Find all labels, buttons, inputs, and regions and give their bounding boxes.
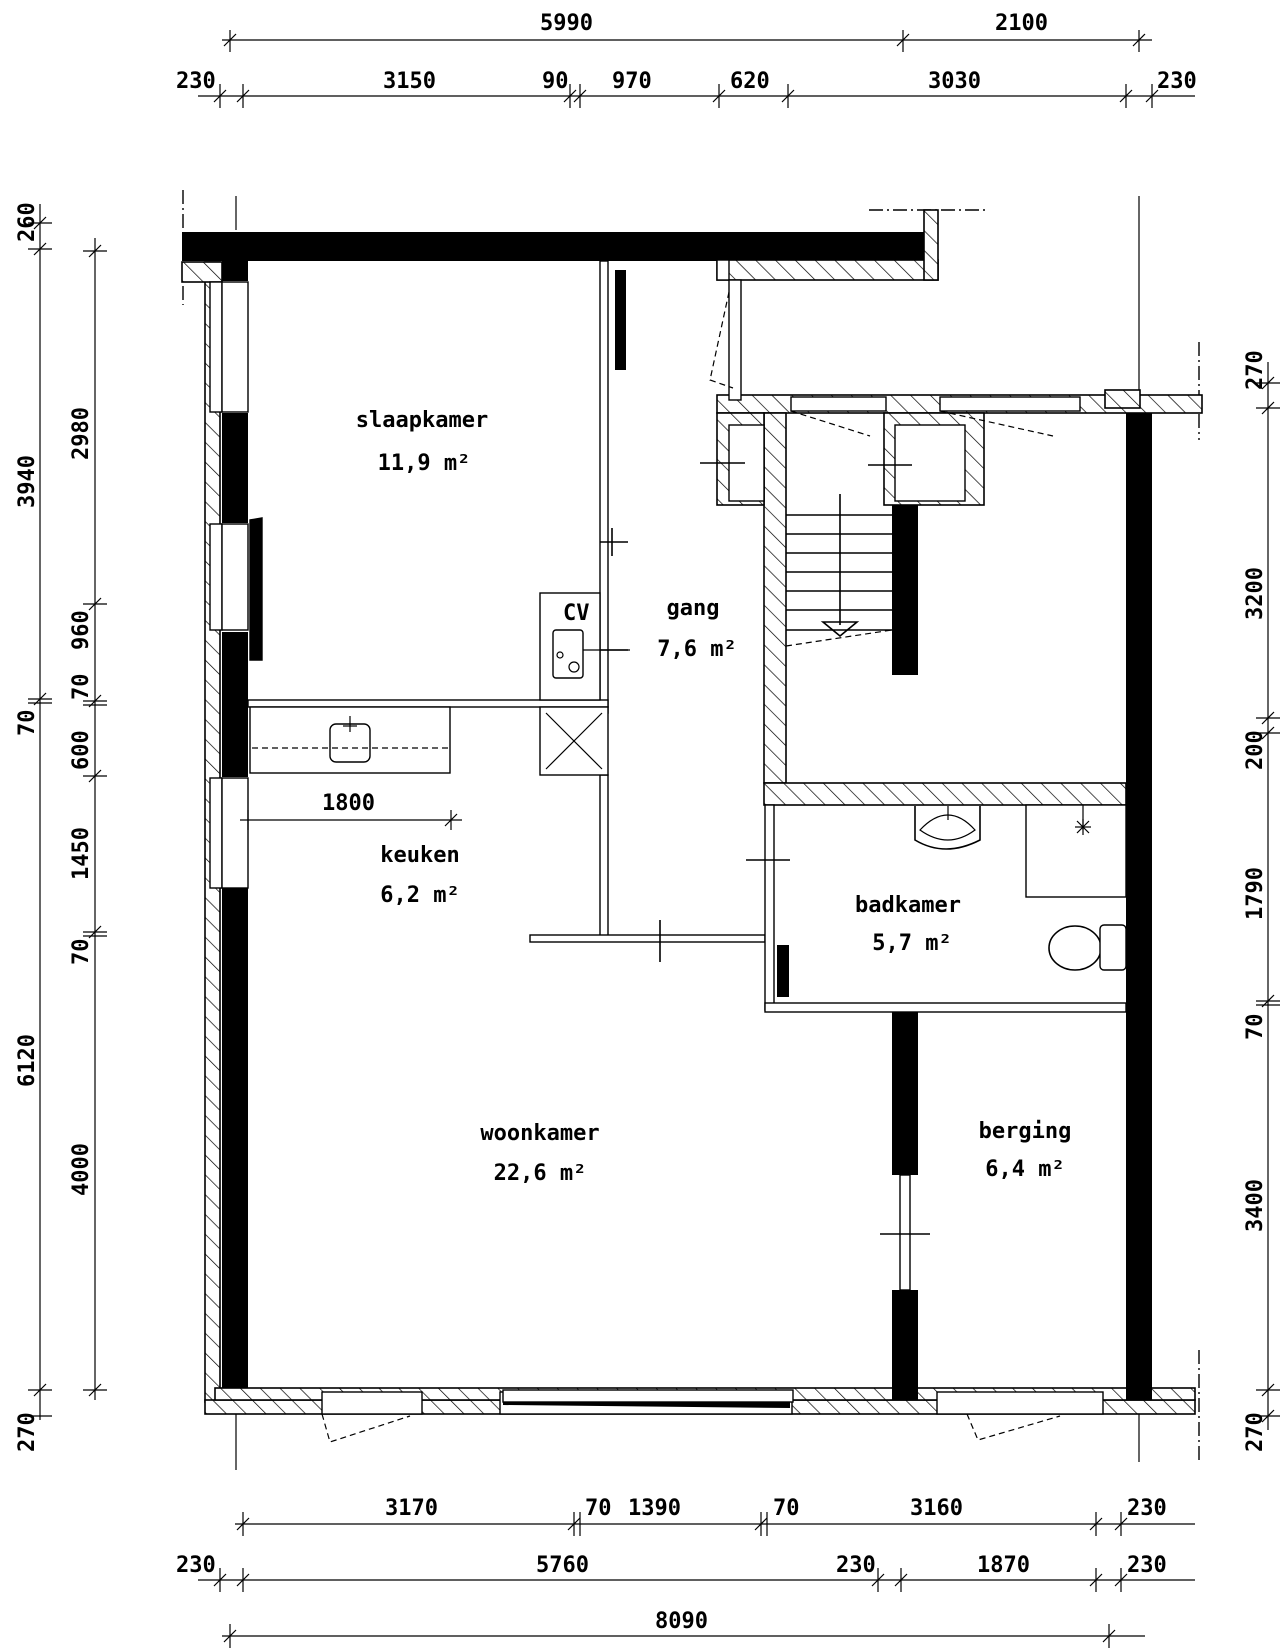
- dim-left-2980: 2980: [69, 407, 94, 460]
- bottom-dimension-row1: 3170 70 1390 70 3160 230: [235, 1496, 1195, 1536]
- room-area-slaapkamer: 11,9 m²: [378, 451, 471, 476]
- dim-right-200: 200: [1243, 730, 1268, 770]
- walls: [181, 209, 1203, 1415]
- room-keuken: keuken 6,2 m²: [380, 843, 459, 908]
- room-area-gang: 7,6 m²: [657, 637, 736, 662]
- dim-left-3940: 3940: [15, 455, 40, 508]
- dim-left-70-inner: 70: [69, 674, 94, 701]
- bathroom-fixtures: [914, 804, 1127, 971]
- dim-left-1450: 1450: [69, 827, 94, 880]
- dim-top-2100: 2100: [995, 11, 1048, 36]
- bottom-dimension-row2: 230 5760 230 1870 230: [176, 1553, 1195, 1592]
- dim-bottom-1390: 1390: [628, 1496, 681, 1521]
- window-swings: [321, 291, 1061, 1443]
- dim-top-5990: 5990: [540, 11, 593, 36]
- room-name-berging: berging: [979, 1119, 1072, 1144]
- dim-bottom-3160: 3160: [910, 1496, 963, 1521]
- dim-bottom-230-r1: 230: [1127, 1496, 1167, 1521]
- room-area-keuken: 6,2 m²: [380, 883, 459, 908]
- left-dimension-outer: 260 3940 70 6120 270: [15, 202, 52, 1452]
- dim-left-600: 600: [69, 730, 94, 770]
- dim-bottom-8090: 8090: [655, 1609, 708, 1634]
- dim-left-70-lower: 70: [69, 939, 94, 966]
- dim-bottom-70-b: 70: [773, 1496, 800, 1521]
- dim-top-230-left: 230: [176, 69, 216, 94]
- room-gang: gang 7,6 m²: [657, 596, 736, 662]
- dim-left-960: 960: [69, 610, 94, 650]
- room-area-badkamer: 5,7 m²: [872, 931, 951, 956]
- room-badkamer: badkamer 5,7 m²: [855, 893, 961, 956]
- dim-right-270-top: 270: [1243, 350, 1268, 390]
- room-berging: berging 6,4 m²: [979, 1119, 1072, 1182]
- dim-bottom-230-right: 230: [1127, 1553, 1167, 1578]
- washbasin-icon: [914, 806, 981, 850]
- dim-left-270: 270: [15, 1412, 40, 1452]
- dim-bottom-230-left: 230: [176, 1553, 216, 1578]
- kitchen-counter-length: 1800: [322, 791, 375, 816]
- top-dimension-detail: 230 3150 90 970 620 3030 230: [176, 69, 1197, 108]
- staircase: [785, 494, 893, 647]
- dim-top-3150: 3150: [383, 69, 436, 94]
- dim-left-260: 260: [15, 202, 40, 242]
- dim-right-70: 70: [1243, 1014, 1268, 1041]
- dim-top-90: 90: [542, 69, 569, 94]
- room-name-badkamer: badkamer: [855, 893, 961, 918]
- dim-top-970: 970: [612, 69, 652, 94]
- dim-top-620: 620: [730, 69, 770, 94]
- dim-bottom-5760: 5760: [536, 1553, 589, 1578]
- stair-arrow-icon: [820, 621, 860, 638]
- toilet-icon: [1048, 925, 1102, 971]
- room-slaapkamer: slaapkamer 11,9 m²: [356, 408, 488, 476]
- dim-top-3030: 3030: [928, 69, 981, 94]
- cv-boiler: CV: [552, 601, 630, 679]
- kitchen-dimension: 1800: [240, 791, 462, 830]
- left-dimension-inner: 2980 960 70 600 1450 70 4000: [69, 238, 107, 1400]
- cv-label: CV: [563, 601, 590, 626]
- room-name-woonkamer: woonkamer: [480, 1121, 599, 1146]
- room-name-keuken: keuken: [380, 843, 459, 868]
- right-dimension: 270 3200 200 1790 70 3400 270: [1243, 350, 1280, 1452]
- top-dimension-overall: 5990 2100: [222, 11, 1152, 52]
- room-name-slaapkamer: slaapkamer: [356, 408, 488, 433]
- dim-right-270-bottom: 270: [1243, 1412, 1268, 1452]
- dim-left-4000: 4000: [69, 1143, 94, 1196]
- dim-top-230-right: 230: [1157, 69, 1197, 94]
- dim-right-1790: 1790: [1243, 867, 1268, 920]
- doors: [249, 270, 912, 1408]
- dim-bottom-230-mid: 230: [836, 1553, 876, 1578]
- dim-bottom-70-a: 70: [585, 1496, 612, 1521]
- kitchen-counter: [249, 706, 451, 774]
- dim-bottom-1870: 1870: [977, 1553, 1030, 1578]
- dim-bottom-3170: 3170: [385, 1496, 438, 1521]
- dim-left-70: 70: [15, 710, 40, 737]
- room-area-berging: 6,4 m²: [985, 1157, 1064, 1182]
- bottom-dimension-overall: 8090: [222, 1609, 1145, 1648]
- room-name-gang: gang: [667, 596, 720, 621]
- dim-left-6120: 6120: [15, 1034, 40, 1087]
- dim-right-3400: 3400: [1243, 1179, 1268, 1232]
- room-woonkamer: woonkamer 22,6 m²: [480, 1121, 599, 1186]
- room-area-woonkamer: 22,6 m²: [494, 1161, 587, 1186]
- dim-right-3200: 3200: [1243, 567, 1268, 620]
- partitions: [247, 260, 1127, 1013]
